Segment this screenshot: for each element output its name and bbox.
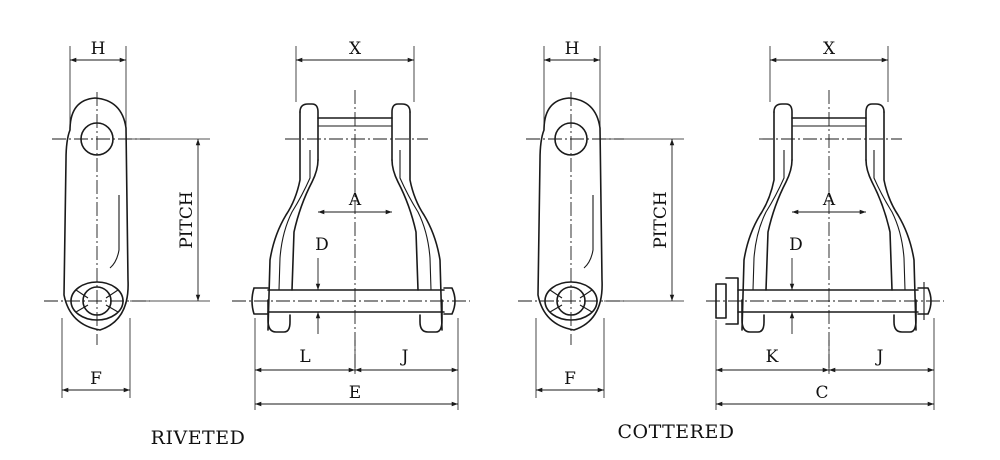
cottered-f-label: F — [564, 369, 576, 389]
cottered-a-label: A — [822, 190, 836, 210]
cottered-h-label: H — [565, 39, 580, 59]
cottered-k-label: K — [766, 347, 779, 367]
riveted-front-view — [231, 46, 471, 410]
cottered-j-label: J — [875, 347, 884, 367]
cottered-front-view — [705, 46, 945, 410]
riveted-x-label: X — [349, 39, 362, 59]
riveted-h-label: H — [91, 39, 106, 59]
riveted-a-label: A — [348, 190, 362, 210]
cottered-caption: COTTERED — [617, 421, 734, 443]
cottered-x-label: X — [823, 39, 836, 59]
cottered-side-view — [517, 46, 684, 398]
riveted-l-label: L — [299, 347, 310, 367]
riveted-caption: RIVETED — [151, 427, 246, 449]
riveted-f-label: F — [90, 369, 102, 389]
riveted-pitch-label: PITCH — [177, 191, 197, 248]
riveted-j-label: J — [400, 347, 409, 367]
riveted-e-label: E — [349, 383, 361, 403]
cottered-d-label: D — [789, 235, 803, 255]
riveted-side-view — [43, 46, 210, 398]
riveted-d-label: D — [315, 235, 329, 255]
cottered-pitch-label: PITCH — [651, 191, 671, 248]
cottered-c-label: C — [815, 383, 828, 403]
